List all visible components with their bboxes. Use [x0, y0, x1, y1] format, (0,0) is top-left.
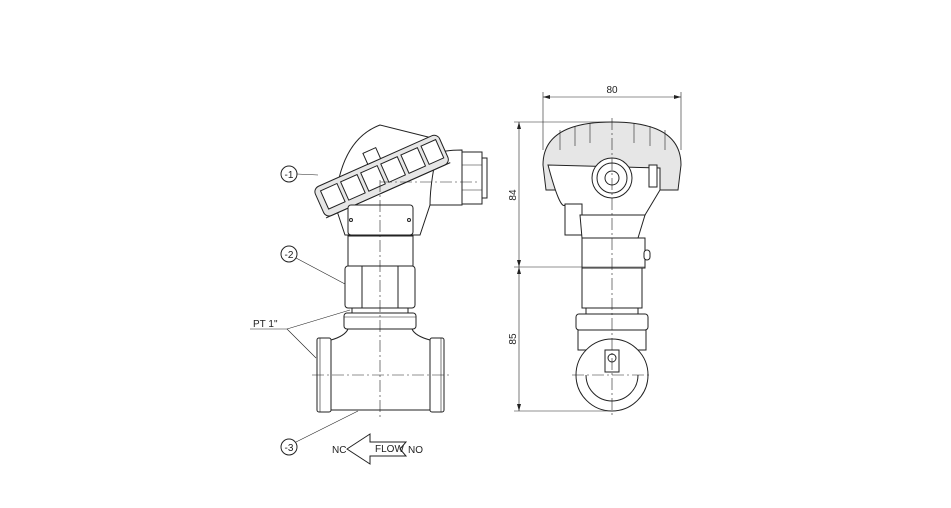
callout-2: -2: [280, 245, 346, 285]
flow-no-label: NO: [408, 445, 423, 456]
thread-callout: PT 1": [250, 309, 351, 359]
side-view: [312, 124, 488, 418]
callout-label: -2: [285, 250, 294, 261]
front-view: [542, 118, 682, 415]
flow-arrow-icon: [346, 433, 408, 465]
flow-indicator: NC FLOW NO: [332, 433, 423, 465]
thread-label: PT 1": [253, 319, 278, 330]
dimension-upper-height: 84: [508, 121, 645, 268]
flow-nc-label: NC: [332, 445, 346, 456]
nameplate: [347, 204, 414, 236]
dimension-width-label: 80: [606, 85, 618, 96]
neck: [347, 235, 414, 267]
callout-label: -1: [285, 170, 294, 181]
flow-label: FLOW: [375, 444, 404, 455]
dimension-lower-height-label: 85: [508, 333, 519, 345]
head-cap: [314, 134, 451, 219]
callout-label: -3: [285, 443, 294, 454]
dimension-upper-height-label: 84: [508, 189, 519, 201]
neck-front: [581, 237, 646, 269]
dimension-width: 80: [542, 85, 682, 150]
callout-3: -3: [280, 410, 359, 456]
dimension-lower-height: 85: [508, 267, 612, 412]
tee-body: [330, 328, 431, 411]
callout-1: -1: [280, 165, 319, 183]
lock-screw: [648, 164, 658, 188]
